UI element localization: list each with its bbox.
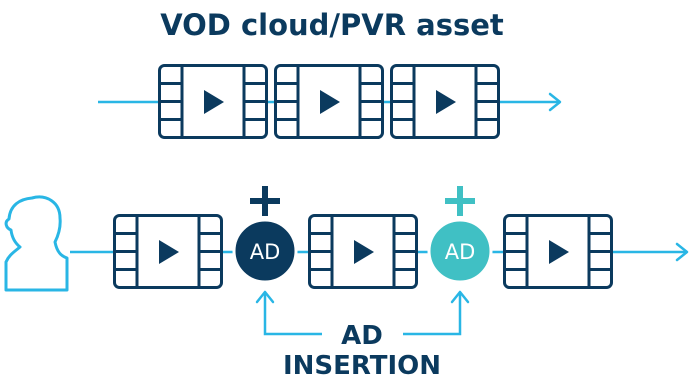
film-play-icon: [390, 64, 500, 139]
film-play-icon: [274, 64, 384, 139]
insertion-label-line1: AD: [341, 321, 383, 351]
insertion-bracket: [255, 290, 470, 336]
plus-icon: [250, 186, 280, 216]
arrow-up-icon: [450, 290, 470, 304]
arrow-up-icon: [255, 290, 275, 304]
top-arrow-right-icon: [548, 92, 562, 112]
film-play-icon: [308, 214, 418, 289]
film-play-icon: [503, 214, 613, 289]
film-play-icon: [113, 214, 223, 289]
bottom-arrow-right-icon: [675, 242, 689, 262]
ad-badge: AD: [232, 218, 298, 284]
user-icon: [4, 195, 69, 292]
ad-badge-label: AD: [250, 240, 281, 264]
ad-badge-label: AD: [445, 240, 476, 264]
plus-icon: [445, 186, 475, 216]
diagram-title: VOD cloud/PVR asset: [160, 8, 504, 42]
film-play-icon: [158, 64, 268, 139]
ad-badge: AD: [427, 218, 493, 284]
insertion-label-line2: INSERTION: [283, 351, 441, 378]
